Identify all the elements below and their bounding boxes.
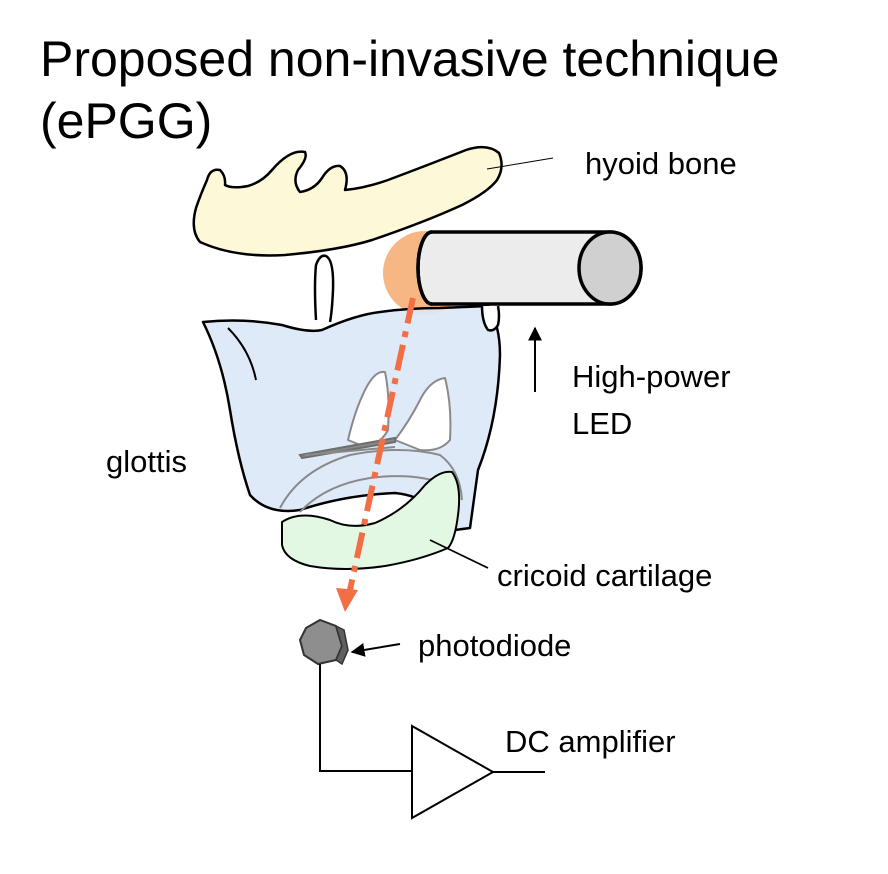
light-path-arrowhead — [336, 588, 358, 612]
dc-amplifier-icon — [411, 724, 496, 820]
thyroid-horn-right — [480, 305, 501, 332]
diagram-title: Proposed non-invasive technique (ePGG) — [40, 28, 779, 152]
cricoid-cartilage-shape — [281, 470, 461, 570]
label-led-line-1: High-power — [572, 359, 731, 394]
hyoid-bone-shape — [192, 145, 503, 257]
inner-ring-outline-2 — [299, 475, 449, 513]
inner-ring-outline — [279, 449, 463, 509]
hyoid-leader-line — [486, 157, 554, 170]
thyroid-horn-left — [313, 254, 335, 323]
label-hyoid-bone: hyoid bone — [585, 146, 737, 181]
title-line-2: (ePGG) — [40, 93, 213, 149]
signal-wire — [319, 664, 412, 772]
thyroid-notch-line — [227, 327, 257, 381]
cricoid-leader-line — [429, 539, 489, 569]
led-front-edge — [416, 230, 433, 306]
label-led-line-2: LED — [572, 406, 633, 441]
arytenoid-right — [394, 377, 452, 452]
photodiode-arrow — [350, 643, 401, 657]
label-glottis: glottis — [106, 444, 187, 479]
thyroid-cartilage-shape — [201, 304, 502, 532]
label-dc-amplifier: DC amplifier — [505, 724, 676, 759]
light-path — [347, 297, 416, 591]
photodiode-face — [334, 624, 349, 666]
led-end-cap — [577, 230, 643, 306]
label-cricoid-cartilage: cricoid cartilage — [497, 558, 713, 593]
title-line-1: Proposed non-invasive technique — [40, 31, 780, 87]
label-photodiode: photodiode — [418, 628, 572, 663]
